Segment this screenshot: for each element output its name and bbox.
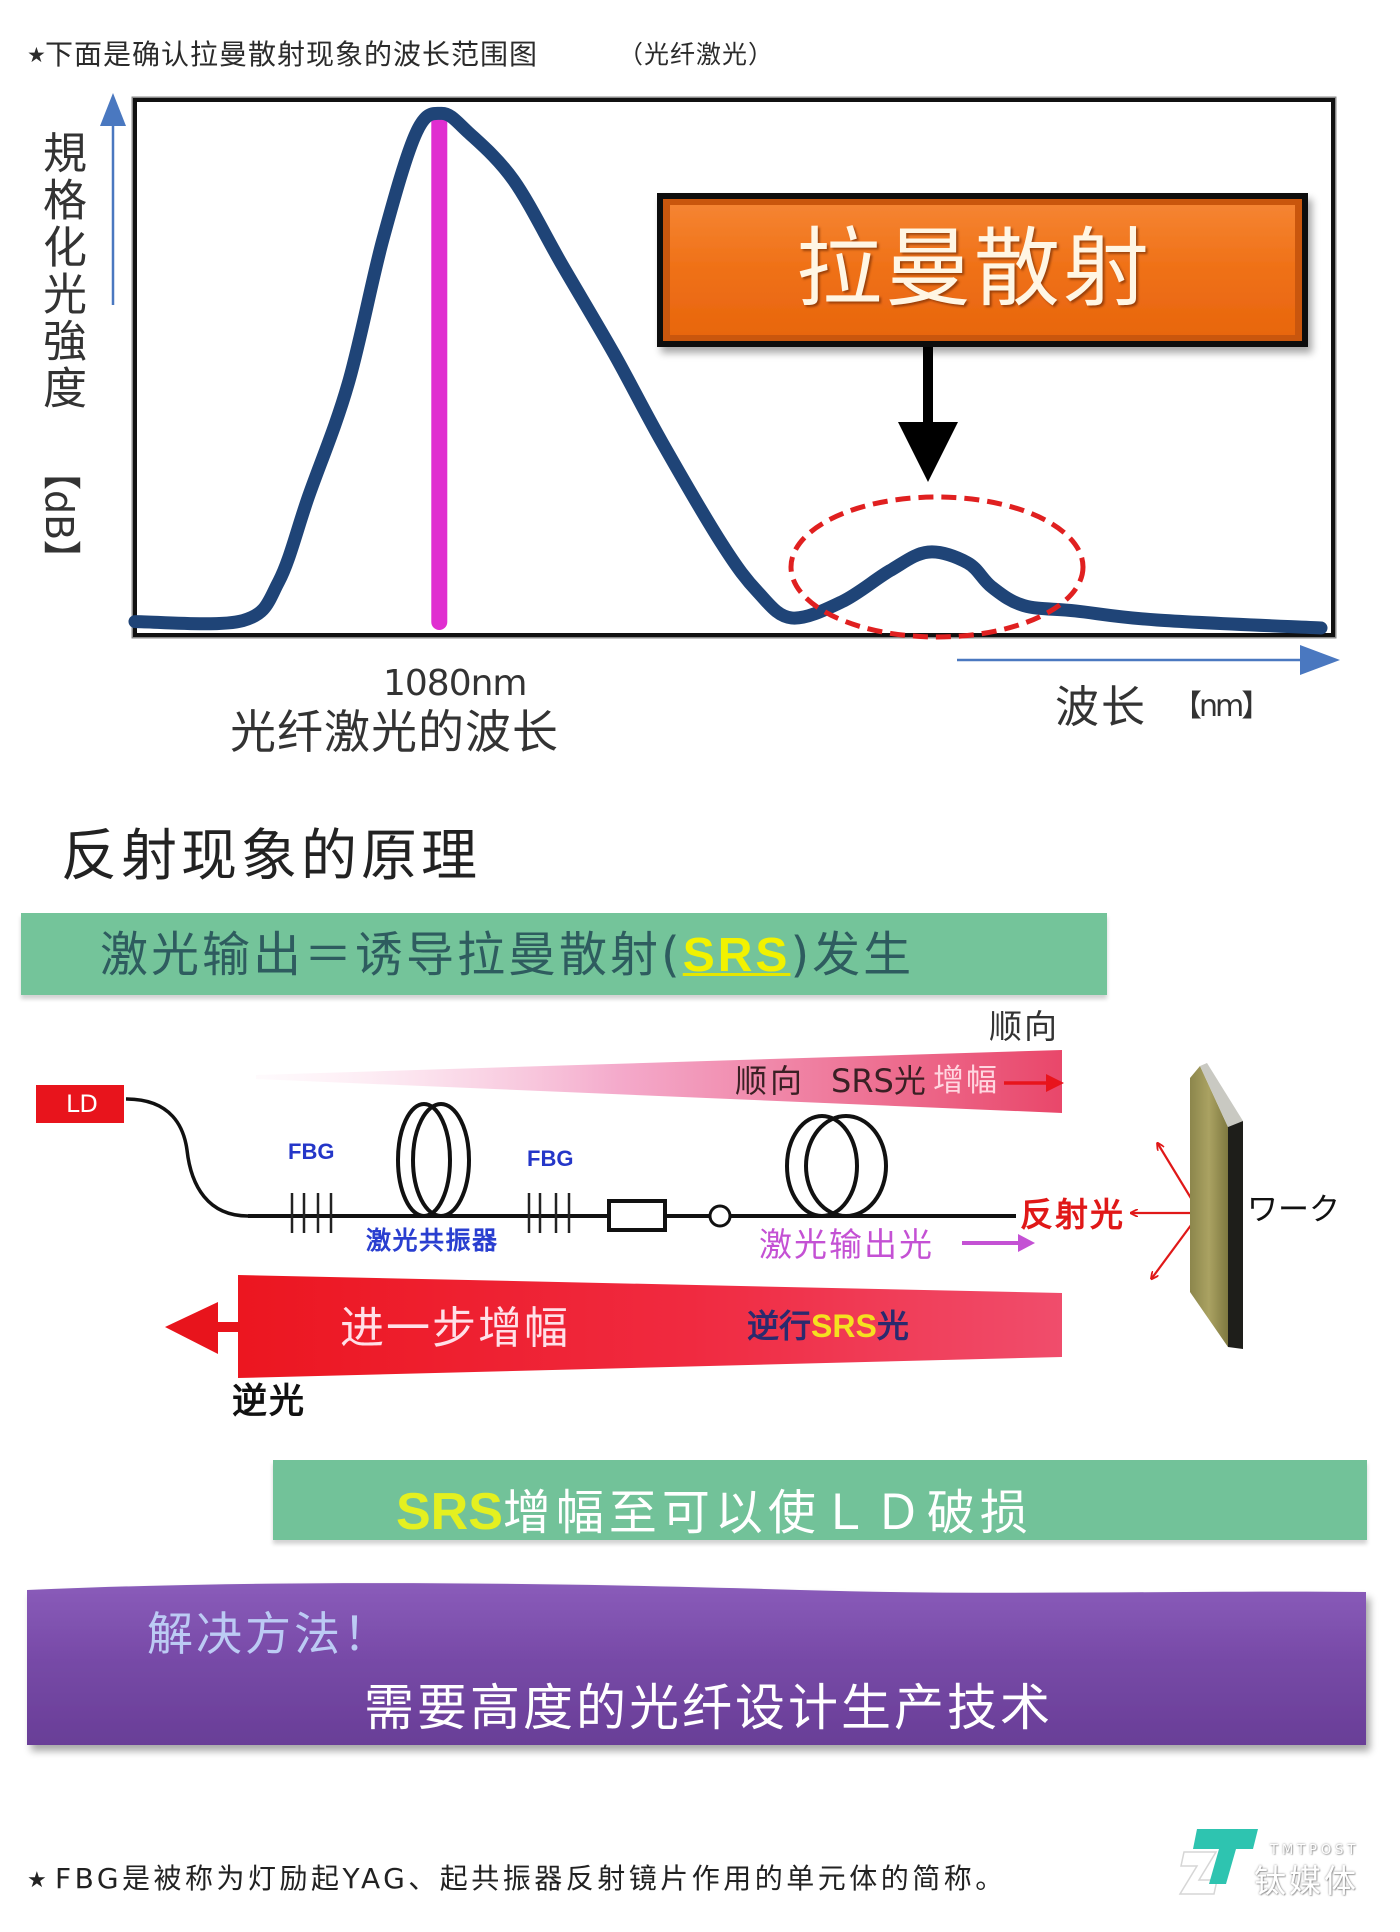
resonator-coil-icon	[396, 1102, 471, 1218]
output-fiber-coil-icon	[785, 1114, 888, 1218]
raman-callout-box	[657, 193, 1308, 347]
y-axis-unit: 【dB】	[37, 452, 81, 579]
ld-damage-message: 增幅至可以使ＬＤ破损	[502, 1485, 1033, 1541]
y-axis-arrow-icon	[100, 93, 126, 305]
solution-box	[27, 1583, 1366, 1745]
fbg-grating-1-icon	[290, 1193, 333, 1233]
ld-box	[36, 1085, 124, 1123]
x-axis-label: 波长	[1055, 682, 1147, 733]
fbg-label-2: FBG	[527, 1146, 574, 1171]
y-axis-label: 規格化光強度	[35, 130, 86, 412]
page-title-suffix: （光纤激光）	[618, 40, 775, 69]
backward-srs-highlight: SRS	[811, 1308, 877, 1344]
watermark-brand-cn: 钛媒体	[1254, 1862, 1360, 1900]
backward-srs-band	[238, 1275, 1062, 1378]
raman-callout-label: 拉曼散射	[796, 219, 1152, 319]
tmtpost-logo-icon	[1178, 1829, 1258, 1895]
ld-damage-text: SRS增幅至可以使ＬＤ破损	[396, 1486, 1033, 1538]
reflection-arrows-icon	[1132, 1144, 1201, 1278]
banner-text-suffix: )发生	[790, 927, 915, 983]
ld-fiber-lead	[125, 1097, 249, 1218]
forward-direction-label: 顺向	[989, 1007, 1059, 1046]
footnote-text: FBG是被称为灯励起YAG、起共振器反射镜片作用的单元体的简称。	[55, 1862, 1007, 1895]
x-axis-arrow-icon	[957, 645, 1340, 675]
fbg-label-1: FBG	[288, 1139, 335, 1164]
chart-frame-inner	[133, 98, 1335, 637]
banner-srs-highlight: SRS	[682, 929, 791, 982]
title-star-icon: ★	[27, 43, 46, 67]
fbg-grating-2-icon	[527, 1193, 571, 1233]
resonator-label: 激光共振器	[366, 1226, 499, 1255]
footnote-star-icon: ★	[27, 1868, 47, 1893]
output-light-label: 激光输出光	[759, 1225, 934, 1264]
output-light-arrow-icon	[962, 1234, 1035, 1252]
page-title: 下面是确认拉曼散射现象的波长范围图	[45, 38, 539, 71]
watermark-brand-en: TMTPOST	[1270, 1843, 1360, 1858]
raman-dashed-ellipse	[788, 494, 1086, 640]
forward-band-direction: 顺向	[735, 1062, 806, 1100]
ld-damage-banner: SRS增幅至可以使ＬＤ破损	[273, 1460, 1367, 1540]
spectrum-curve	[128, 106, 1328, 635]
fiber-component-box-icon	[607, 1199, 667, 1232]
callout-arrow-down-icon	[898, 347, 958, 482]
back-light-arrow-icon	[165, 1302, 240, 1354]
forward-band-gain: 增幅	[933, 1063, 999, 1099]
fiber-splice-icon	[708, 1204, 732, 1228]
ld-damage-srs-highlight: SRS	[396, 1483, 503, 1541]
workpiece-plate-icon	[1190, 1063, 1243, 1349]
banner-text-prefix: 激光输出＝诱导拉曼散射(	[100, 927, 683, 983]
backward-srs-prefix: 逆行	[747, 1307, 812, 1345]
peak-wavelength-label: 1080nm	[383, 663, 528, 704]
section-heading: 反射现象的原理	[61, 824, 481, 889]
x-axis-unit: 【nm】	[1172, 689, 1271, 724]
forward-band-srs-light: SRS光	[831, 1062, 926, 1100]
backward-gain-text: 进一步增幅	[340, 1303, 570, 1354]
peak-caption: 光纤激光的波长	[230, 705, 559, 759]
reflected-light-label: 反射光	[1020, 1195, 1125, 1234]
back-light-label: 逆光	[232, 1382, 307, 1422]
solution-text: 需要高度的光纤设计生产技术	[364, 1679, 1053, 1737]
srs-occurrence-banner: 激光输出＝诱导拉曼散射(SRS)发生	[21, 913, 1107, 995]
backward-srs-label: 逆行SRS光	[747, 1310, 909, 1342]
forward-arrow-icon	[1004, 1074, 1064, 1092]
solution-title: 解决方法！	[147, 1607, 392, 1661]
ld-label: LD	[66, 1090, 98, 1118]
banner-text: 激光输出＝诱导拉曼散射(SRS)发生	[100, 931, 914, 980]
workpiece-label: ワーク	[1247, 1192, 1340, 1228]
backward-srs-suffix: 光	[876, 1307, 909, 1345]
forward-srs-band	[256, 1050, 1062, 1113]
